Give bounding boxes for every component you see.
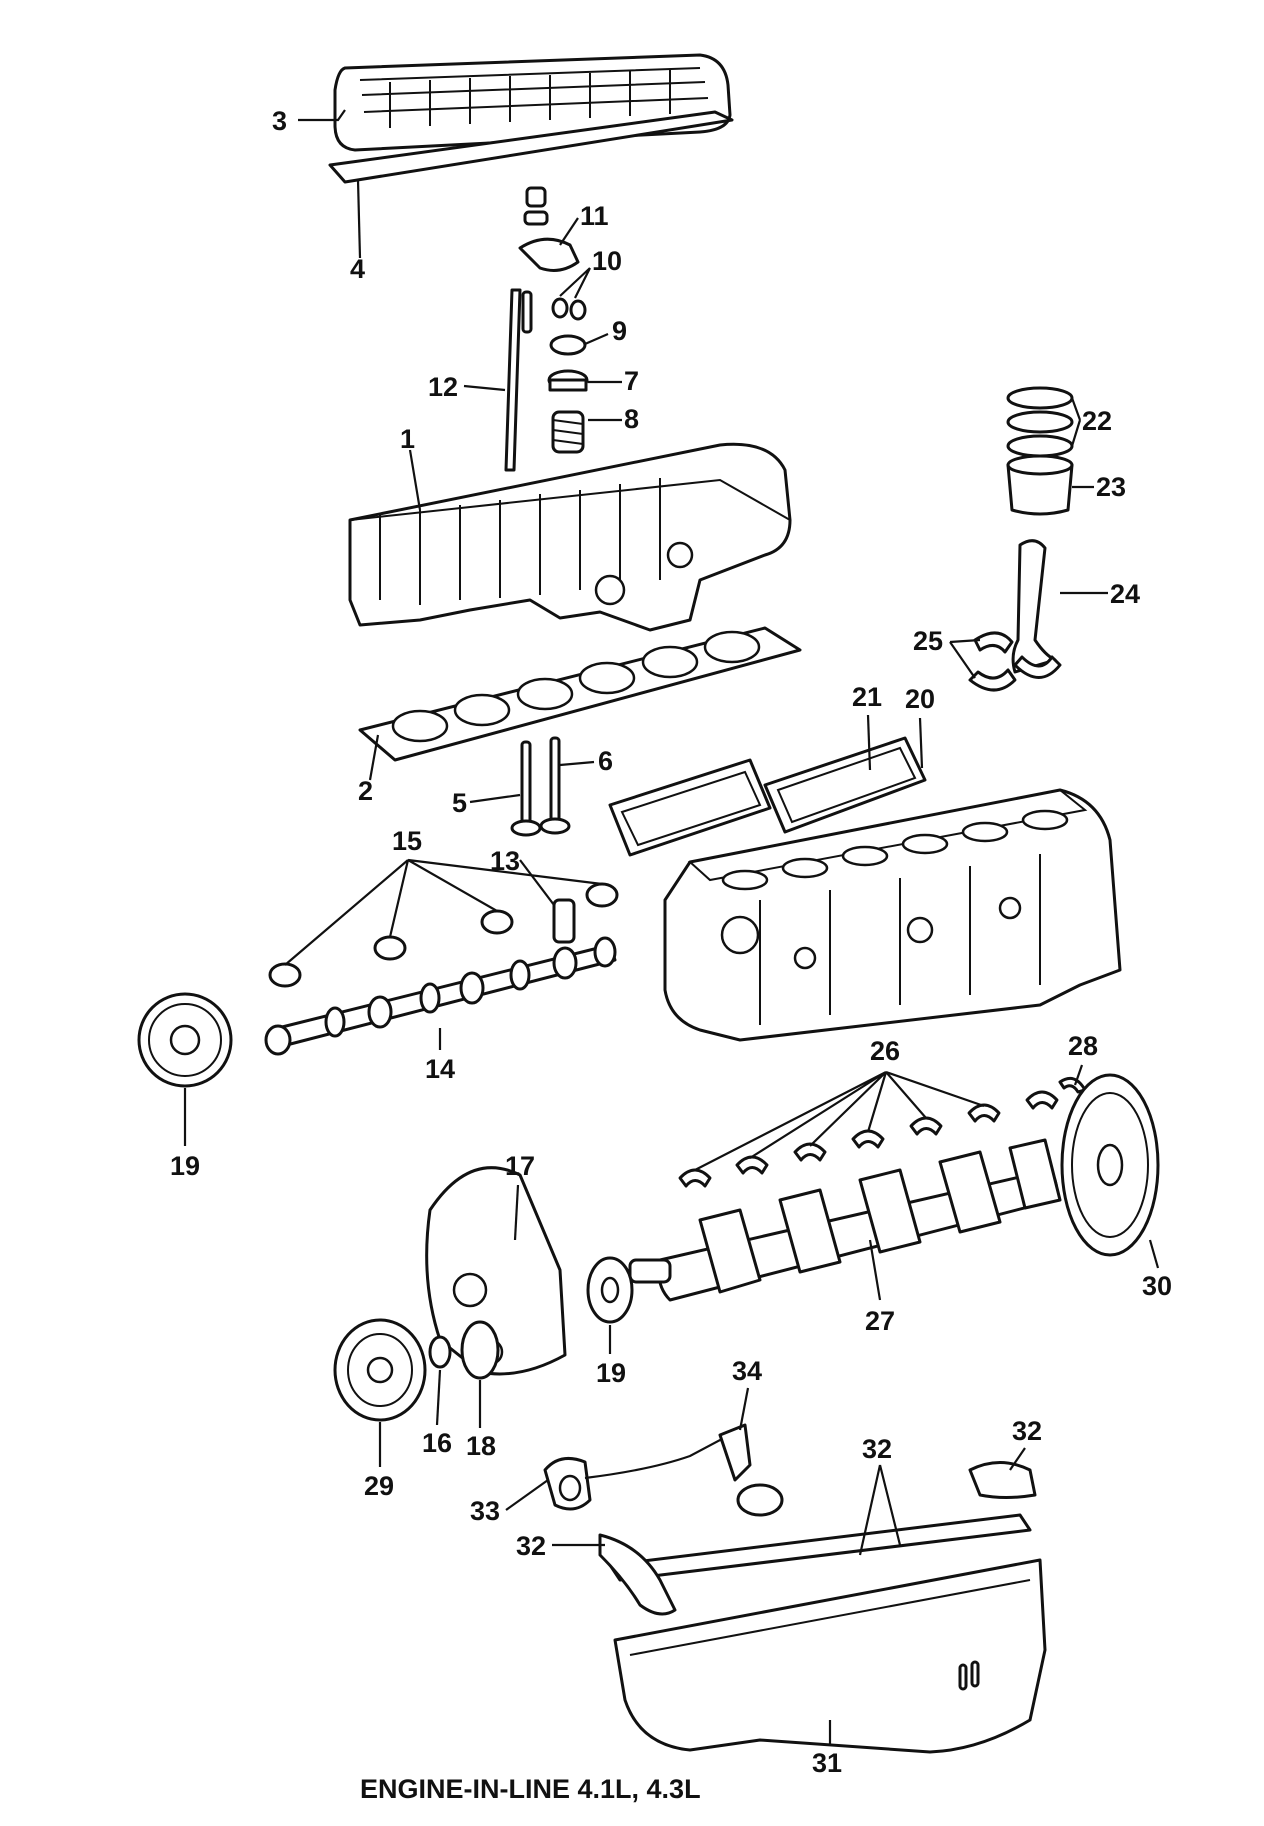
callout-21: 21 (852, 682, 882, 712)
connecting-rod (1011, 539, 1057, 674)
callout-24: 24 (1110, 579, 1140, 609)
camshaft-gear (137, 992, 233, 1088)
oil-pan (613, 1558, 1047, 1754)
callout-10: 10 (592, 246, 622, 276)
callout-27: 27 (865, 1306, 895, 1336)
push-rod-top (521, 290, 533, 334)
callout-34: 34 (732, 1356, 762, 1386)
callout-23: 23 (1096, 472, 1126, 502)
callout-8: 8 (624, 404, 639, 434)
valve-lifter (552, 898, 576, 944)
callout-32-right: 32 (1012, 1416, 1042, 1446)
callout-32-left: 32 (516, 1531, 546, 1561)
callout-6: 6 (598, 746, 613, 776)
callout-13: 13 (490, 846, 520, 876)
cylinder-head (348, 442, 792, 632)
crankshaft (628, 1138, 1062, 1302)
callout-9: 9 (612, 316, 627, 346)
callout-14: 14 (425, 1054, 455, 1084)
callout-19-top: 19 (170, 1151, 200, 1181)
callout-7: 7 (624, 366, 639, 396)
callout-2: 2 (358, 776, 373, 806)
callout-17: 17 (505, 1151, 535, 1181)
oil-pickup-tube (584, 1423, 784, 1517)
callout-30: 30 (1142, 1271, 1172, 1301)
callout-3: 3 (272, 106, 287, 136)
callout-15: 15 (392, 826, 422, 856)
piston-rings (1006, 386, 1074, 458)
callout-16: 16 (422, 1428, 452, 1458)
valve-cover-gasket (328, 110, 734, 184)
engine-block (663, 788, 1122, 1042)
cam-bearings (268, 882, 619, 988)
spring-retainer (549, 334, 587, 356)
thrust-washer (1058, 1076, 1087, 1094)
callout-11: 11 (580, 201, 609, 231)
rocker-arm (518, 186, 580, 272)
harmonic-balancer (333, 1318, 427, 1422)
front-seal (460, 1320, 500, 1380)
key-washer (428, 1335, 452, 1369)
callout-18: 18 (466, 1431, 496, 1461)
callout-4: 4 (350, 254, 365, 284)
oil-pump (543, 1456, 592, 1511)
valve-seal (547, 369, 589, 392)
oil-pan-gasket-rail (608, 1513, 1032, 1582)
piston (1006, 454, 1074, 516)
head-gasket (358, 626, 802, 762)
callout-22: 22 (1082, 406, 1112, 436)
callout-29: 29 (364, 1471, 394, 1501)
valve-spring (551, 410, 585, 454)
callout-31: 31 (812, 1748, 842, 1778)
valve-keepers (551, 297, 587, 321)
flywheel (1060, 1073, 1160, 1257)
oil-pan-gasket-rear (968, 1461, 1037, 1499)
side-cover (608, 758, 772, 857)
push-rod (504, 288, 522, 472)
callout-28: 28 (1068, 1031, 1098, 1061)
rod-bearings (968, 631, 1062, 692)
exhaust-valve (539, 736, 571, 835)
callout-26: 26 (870, 1036, 900, 1066)
intake-valve (510, 740, 542, 837)
callout-33: 33 (470, 1496, 500, 1526)
callout-1: 1 (400, 424, 415, 454)
camshaft (264, 936, 617, 1056)
callout-32-center: 32 (862, 1434, 892, 1464)
callout-20: 20 (905, 684, 935, 714)
main-bearings (678, 1090, 1059, 1188)
oil-pan-gasket-front (598, 1533, 677, 1616)
callout-12: 12 (428, 372, 458, 402)
crankshaft-gear (586, 1256, 634, 1324)
side-cover-gasket (763, 736, 927, 834)
callout-25: 25 (913, 626, 943, 656)
callout-5: 5 (452, 788, 467, 818)
callout-19-bottom: 19 (596, 1358, 626, 1388)
diagram-caption: ENGINE-IN-LINE 4.1L, 4.3L (360, 1774, 701, 1804)
